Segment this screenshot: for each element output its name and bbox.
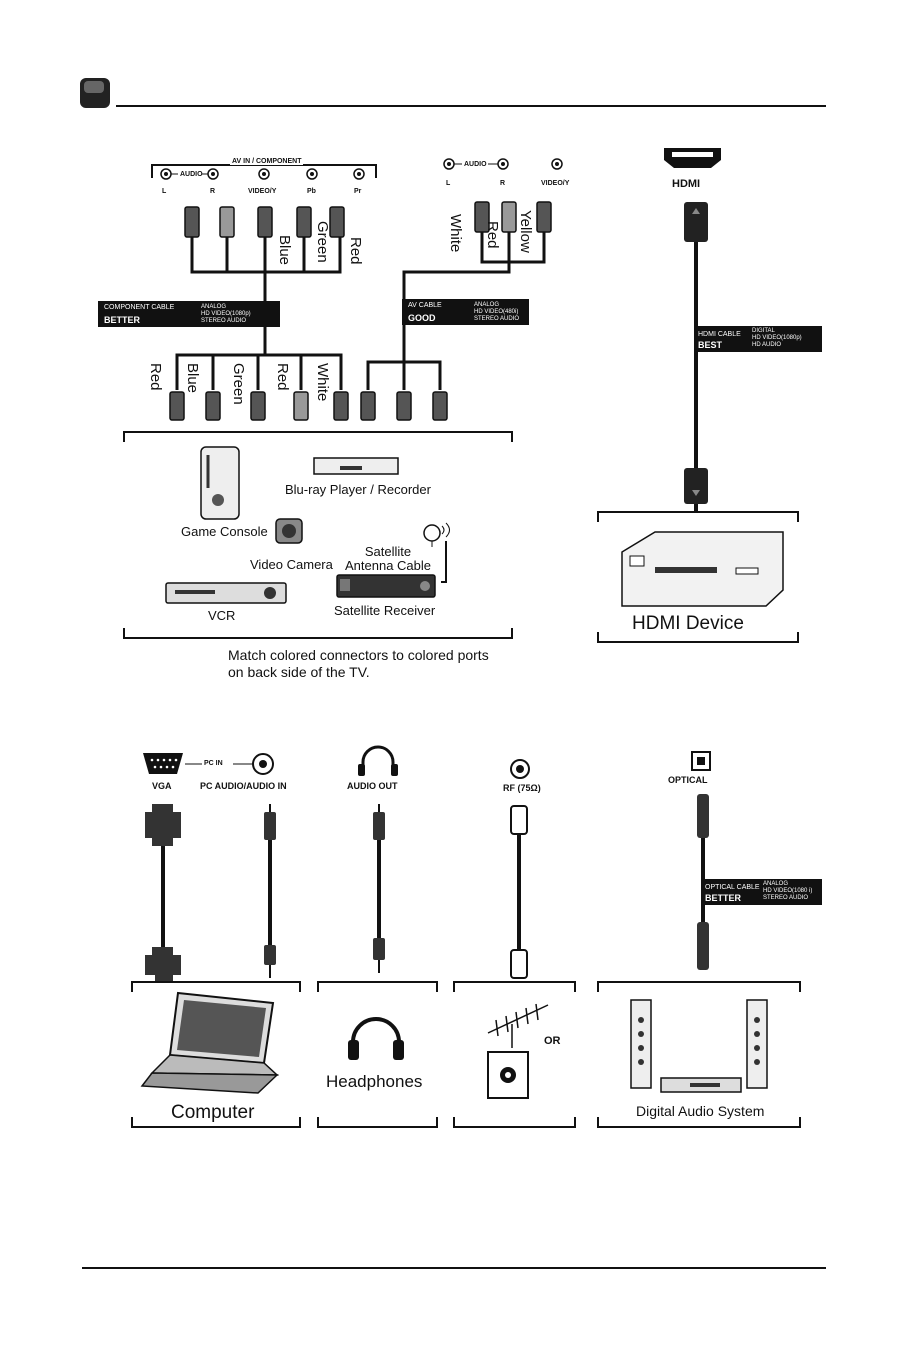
vga-label: VGA [152, 781, 172, 791]
video-camera-icon [275, 518, 303, 544]
plug-color-red-1: Red [147, 363, 164, 391]
av-cable-grade: GOOD [408, 313, 436, 323]
digital-audio-system-icon [630, 999, 768, 1093]
satellite-dish-icon [423, 522, 450, 583]
vga-cable [145, 804, 181, 981]
component-cable-grade: BETTER [104, 315, 140, 325]
port-label-l: L [162, 188, 167, 195]
av-cable-box: AV CABLE GOOD ANALOG HD VIDEO(480i) STER… [402, 299, 529, 325]
av-color-yellow: Yellow [517, 210, 534, 253]
rf-cable [510, 805, 528, 979]
vcr-label: VCR [208, 608, 236, 623]
component-cable-specs: ANALOG HD VIDEO(1080p) STEREO AUDIO [201, 304, 251, 324]
av-audio-label: AUDIO [464, 161, 487, 168]
av-color-white: White [447, 214, 464, 253]
hdmi-port-label: HDMI [672, 178, 701, 190]
av-port-l: L [446, 180, 451, 187]
av-cable-name: AV CABLE [408, 302, 442, 309]
bluray-player-icon [313, 457, 399, 475]
av-component-audio-label: AUDIO [180, 171, 203, 178]
bottom-plugs [169, 391, 448, 421]
hdmi-cable [684, 202, 708, 512]
port-label-pr: Pr [354, 188, 362, 195]
optical-cable-specs: ANALOG HD VIDEO(1080 i) STEREO AUDIO [763, 881, 813, 901]
cable-color-green: Green [314, 221, 331, 263]
port-label-video-y: VIDEO/Y [248, 188, 277, 195]
optical-label: OPTICAL [668, 775, 708, 785]
port-label-pb: Pb [307, 188, 316, 195]
av-cable-specs: ANALOG HD VIDEO(480i) STEREO AUDIO [474, 302, 520, 322]
component-cable-name: COMPONENT CABLE [104, 304, 175, 311]
av-component-title: AV IN / COMPONENT [230, 158, 304, 165]
satellite-receiver-label: Satellite Receiver [334, 603, 436, 618]
hdmi-cable-specs: DIGITAL HD VIDEO(1080p) HD AUDIO [752, 328, 802, 348]
rf-label: RF (75Ω) [503, 783, 541, 793]
cable-color-blue: Blue [276, 235, 293, 266]
port-label-r: R [210, 188, 216, 195]
hdmi-cable-box: HDMI CABLE BEST DIGITAL HD VIDEO(1080p) … [694, 326, 822, 352]
headphones-label: Headphones [326, 1072, 423, 1091]
optical-cable-box: OPTICAL CABLE BETTER ANALOG HD VIDEO(108… [702, 879, 822, 905]
optical-cable-grade: BETTER [705, 893, 741, 903]
pc-audio-label: PC AUDIO/AUDIO IN [200, 781, 287, 791]
wall-socket-icon [487, 1051, 529, 1099]
component-cable-box: COMPONENT CABLE BETTER ANALOG HD VIDEO(1… [98, 301, 280, 327]
audio-out-label: AUDIO OUT [347, 781, 398, 791]
cable-color-red: Red [347, 237, 364, 265]
plug-color-green: Green [230, 363, 247, 405]
av-color-red: Red [484, 221, 501, 249]
bluray-label: Blu-ray Player / Recorder [285, 482, 431, 497]
satellite-antenna-label: Satellite Antenna Cable [345, 544, 432, 573]
satellite-receiver-icon [336, 574, 436, 598]
pc-audio-cable [264, 804, 276, 978]
plug-color-white: White [314, 363, 331, 402]
hdmi-device-label: HDMI Device [632, 613, 744, 634]
rf-port-icon [510, 759, 530, 779]
headphones-icon [351, 1017, 401, 1050]
plug-color-red-2: Red [274, 363, 291, 391]
vcr-icon [165, 582, 287, 604]
av-port-video-y: VIDEO/Y [541, 180, 570, 187]
plug-color-blue: Blue [184, 363, 201, 394]
av-component-jacks [160, 168, 365, 180]
game-console-icon [200, 446, 240, 520]
or-label: OR [544, 1035, 561, 1047]
game-console-label: Game Console [181, 524, 268, 539]
digital-audio-label: Digital Audio System [636, 1103, 765, 1119]
hdmi-cable-name: HDMI CABLE [698, 331, 741, 338]
instruction-note: Match colored connectors to colored port… [228, 647, 489, 680]
hdmi-port-icon [664, 148, 721, 168]
optical-port-icon [691, 751, 711, 771]
pc-audio-jack-icon [252, 753, 274, 775]
headphone-port-icon [361, 745, 395, 772]
audio-out-cable [373, 804, 385, 973]
hdmi-cable-grade: BEST [698, 340, 723, 350]
laptop-icon [140, 991, 279, 1094]
optical-cable-name: OPTICAL CABLE [705, 884, 760, 891]
av-jacks [443, 158, 563, 170]
av-port-r: R [500, 180, 506, 187]
computer-label: Computer [171, 1102, 255, 1123]
hdmi-device-icon [621, 531, 784, 607]
component-cable-top-plugs [184, 206, 345, 238]
antenna-icon [487, 1003, 549, 1048]
video-camera-label: Video Camera [250, 557, 333, 572]
pc-in-label: PC IN [204, 760, 223, 767]
vga-port-icon [143, 753, 183, 774]
